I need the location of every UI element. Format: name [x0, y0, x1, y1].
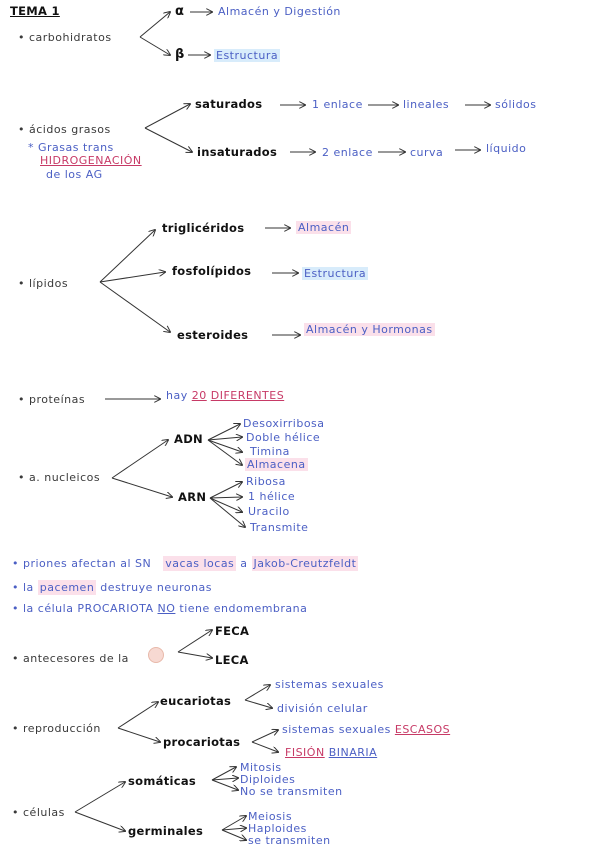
- somaticas-item: Mitosis: [240, 761, 282, 774]
- celulas-label: • células: [12, 806, 65, 819]
- arn-item: 1 hélice: [248, 490, 296, 503]
- fact-vacas-locas: vacas locas: [163, 556, 237, 571]
- fact-pacemen-word: pacemen: [37, 580, 97, 595]
- fosfolipidos-label: fosfolípidos: [172, 264, 252, 278]
- proteinas-text: proteínas: [29, 393, 86, 406]
- adn-item: Desoxirribosa: [243, 417, 325, 430]
- fact-procariota: • la célula PROCARIOTA NO tiene endomemb…: [12, 602, 308, 615]
- grasas-trans-text: Grasas trans: [38, 141, 114, 154]
- lipidos-text: lípidos: [29, 277, 69, 290]
- page-title: TEMA 1: [10, 4, 60, 18]
- esteroides-label: esteroides: [177, 328, 249, 342]
- fosfolipidos-description: Estructura: [302, 267, 369, 280]
- celulas-text: células: [23, 806, 65, 819]
- proteinas-label: • proteínas: [18, 393, 86, 406]
- proteinas-diferentes: DIFERENTES: [210, 389, 285, 402]
- hidrogenacion-note: HIDROGENACIÓN: [40, 154, 142, 167]
- insaturados-enlace: 2 enlace: [322, 146, 373, 159]
- feca-label: FECA: [215, 624, 250, 638]
- proteinas-description: hay 20 DIFERENTES: [166, 390, 284, 401]
- grasas-trans-note: * Grasas trans: [28, 141, 114, 154]
- beta-description: Estructura: [214, 49, 281, 62]
- fact-pacemen: • la pacemen destruye neuronas: [12, 580, 213, 595]
- arn-item: Uracilo: [248, 505, 290, 518]
- germinales-item: se transmiten: [248, 834, 331, 847]
- saturados-lineales: lineales: [403, 98, 450, 111]
- saturados-label: saturados: [195, 97, 263, 111]
- trigliceridos-label: triglicéridos: [162, 221, 245, 235]
- fact-a: a: [240, 557, 248, 570]
- fact-la: la: [23, 581, 34, 594]
- fact-no: NO: [157, 602, 176, 615]
- cell-drawing-icon: [148, 647, 164, 663]
- procariotas-sistemas: sistemas sexuales ESCASOS: [282, 724, 450, 735]
- fact-priones-text: priones afectan al SN: [23, 557, 152, 570]
- alpha-description: Almacén y Digestión: [218, 5, 341, 18]
- beta-symbol: β: [175, 47, 185, 62]
- binaria-word: BINARIA: [328, 746, 378, 759]
- eucariotas-sistemas: sistemas sexuales: [275, 678, 384, 691]
- de-los-ag-note: de los AG: [46, 168, 103, 181]
- saturados-solidos: sólidos: [495, 98, 537, 111]
- antecesores-label: • antecesores de la: [12, 652, 129, 665]
- procariotas-label: procariotas: [163, 735, 241, 749]
- saturados-enlace: 1 enlace: [312, 98, 363, 111]
- leca-label: LECA: [215, 653, 249, 667]
- eucariotas-division: división celular: [277, 702, 368, 715]
- fact-priones: • priones afectan al SN vacas locas a Ja…: [12, 556, 359, 571]
- nucleicos-text: a. nucleicos: [29, 471, 101, 484]
- alpha-symbol: α: [175, 4, 185, 19]
- carbohidratos-text: carbohidratos: [29, 31, 112, 44]
- fact-celula: la célula PROCARIOTA: [23, 602, 154, 615]
- fact-destruye: destruye neuronas: [100, 581, 213, 594]
- reproduccion-text: reproducción: [23, 722, 101, 735]
- procariotas-escasos: ESCASOS: [394, 723, 451, 736]
- adn-item: Doble hélice: [246, 431, 321, 444]
- antecesores-text: antecesores de la: [23, 652, 129, 665]
- procariotas-fision: FISIÓN BINARIA: [285, 747, 377, 758]
- arn-label: ARN: [178, 490, 207, 504]
- trigliceridos-description: Almacén: [296, 221, 352, 234]
- adn-label: ADN: [174, 432, 203, 446]
- fact-endomembrana: tiene endomembrana: [179, 602, 308, 615]
- proteinas-number: 20: [191, 389, 207, 402]
- somaticas-item: Diploides: [240, 773, 296, 786]
- acidos-grasos-label: • ácidos grasos: [18, 123, 111, 136]
- adn-item: Timina: [250, 445, 290, 458]
- fision-word: FISIÓN: [285, 746, 325, 759]
- insaturados-curva: curva: [410, 146, 444, 159]
- insaturados-liquido: líquido: [486, 142, 527, 155]
- germinales-label: germinales: [128, 824, 204, 838]
- eucariotas-label: eucariotas: [160, 694, 232, 708]
- germinales-item: Haploides: [248, 822, 307, 835]
- germinales-item: Meiosis: [248, 810, 293, 823]
- somaticas-item: No se transmiten: [240, 785, 343, 798]
- arn-item: Ribosa: [246, 475, 286, 488]
- nucleicos-label: • a. nucleicos: [18, 471, 101, 484]
- somaticas-label: somáticas: [128, 774, 197, 788]
- carbohidratos-label: • carbohidratos: [18, 31, 112, 44]
- lipidos-label: • lípidos: [18, 277, 69, 290]
- insaturados-label: insaturados: [197, 145, 278, 159]
- esteroides-description: Almacén y Hormonas: [304, 323, 435, 336]
- reproduccion-label: • reproducción: [12, 722, 101, 735]
- proteinas-hay: hay: [166, 389, 188, 402]
- fact-jakob: Jakob-Creutzfeldt: [251, 556, 359, 571]
- adn-item: Almacena: [245, 458, 308, 471]
- arn-item: Transmite: [250, 521, 309, 534]
- procariotas-sistemas-text: sistemas sexuales: [282, 723, 391, 736]
- acidos-grasos-text: ácidos grasos: [29, 123, 111, 136]
